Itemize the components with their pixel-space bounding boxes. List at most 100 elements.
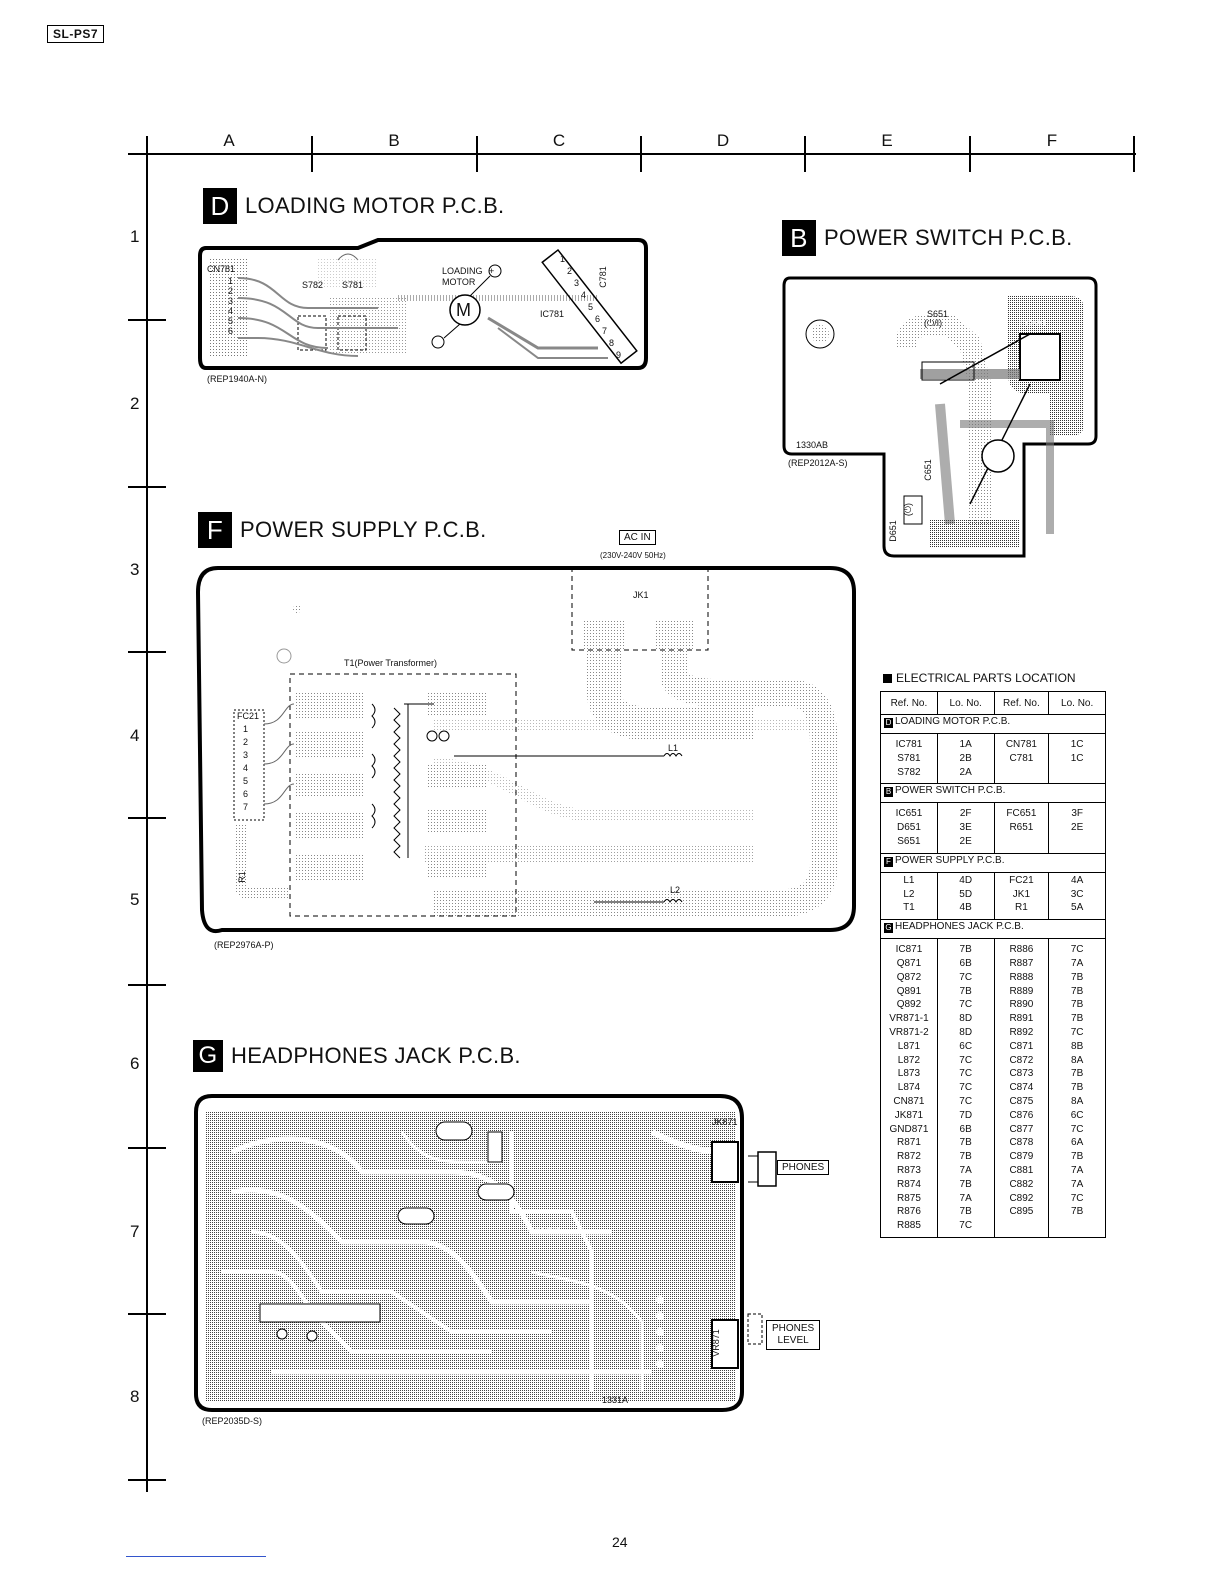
power-switch-pcb-title: B POWER SWITCH P.C.B. [782, 220, 1073, 256]
grid-row-5: 5 [130, 890, 140, 909]
power-switch-pcb-title-text: POWER SWITCH P.C.B. [824, 225, 1073, 250]
cn781-pin: 2 [228, 286, 234, 296]
ic781-pin: 2 [567, 266, 573, 276]
section-data-power-supply: L1 L2 T1 4D 5D 4B FC21 JK1 R1 4A 3C 5A [880, 872, 1106, 920]
power-switch-pcb-code: (REP2012A-S) [788, 458, 848, 468]
ic781-pin: 9 [616, 350, 622, 360]
parts-location-title-text: ELECTRICAL PARTS LOCATION [896, 671, 1076, 685]
ic781-pin: 5 [588, 302, 594, 312]
label-s651-symbol: (⏻/I) [924, 318, 943, 328]
label-plus: + [489, 266, 495, 276]
label-motor: MOTOR [442, 277, 476, 287]
headphones-jack-pcb-title-text: HEADPHONES JACK P.C.B. [231, 1043, 521, 1068]
ic781-pin: 4 [581, 290, 587, 300]
headphones-board-id: 1331A [602, 1395, 629, 1405]
header-ref-no: Ref. No. [880, 691, 938, 715]
loc-col: 1C 1C [1048, 733, 1106, 784]
grid-col-d: D [716, 131, 730, 150]
header-ref-no-2: Ref. No. [993, 691, 1050, 715]
label-cn781: CN781 [207, 264, 236, 274]
label-l2: L2 [670, 885, 681, 895]
loading-motor-pcb-code: (REP1940A-N) [207, 374, 268, 384]
motor-m-symbol: M [456, 300, 471, 320]
fc21-pin: 3 [243, 750, 249, 760]
ref-col: CN781 C781 [993, 733, 1050, 784]
parts-table-header: Ref. No. Lo. No. Ref. No. Lo. No. [880, 691, 1106, 715]
grid-row-8: 8 [130, 1387, 140, 1406]
cn781-pin: 6 [228, 326, 234, 336]
grid-row-1: 1 [130, 227, 140, 246]
phones-label: PHONES [777, 1160, 830, 1175]
fc21-pin: 5 [243, 776, 249, 786]
headphones-jack-connectors [747, 1151, 777, 1345]
section-name: POWER SWITCH P.C.B. [895, 785, 1006, 797]
cn781-pin: 1 [228, 276, 234, 286]
grid-col-c: C [552, 131, 566, 150]
loading-motor-pcb-title-text: LOADING MOTOR P.C.B. [245, 193, 505, 218]
power-supply-pcb-code: (REP2976A-P) [214, 940, 274, 950]
grid-row-4: 4 [130, 726, 140, 745]
grid-col-e: E [881, 131, 893, 150]
power-switch-board-id: 1330AB [796, 440, 829, 450]
loc-col: 4A 3C 5A [1048, 872, 1106, 920]
section-badge: B [884, 787, 893, 798]
loading-motor-pcb-title: D LOADING MOTOR P.C.B. [203, 188, 504, 224]
power-supply-pcb-title: F POWER SUPPLY P.C.B. [198, 512, 487, 548]
fc21-pin: 4 [243, 763, 249, 773]
label-c651: C651 [922, 459, 933, 481]
ref-col: IC781 S781 S782 [880, 733, 938, 784]
label-t1: T1(Power Transformer) [344, 658, 438, 668]
parts-location-title: ELECTRICAL PARTS LOCATION [883, 671, 1076, 685]
label-r1: R1 [236, 871, 247, 883]
cn781-pins: 1 2 3 4 5 6 [228, 276, 233, 336]
power-supply-pcb-board [195, 566, 856, 933]
loc-col: 3F 2E [1048, 802, 1106, 854]
fc21-pin: 2 [243, 737, 249, 747]
ref-col: IC651 D651 S651 [880, 802, 938, 854]
label-l1: L1 [668, 743, 679, 753]
loc-col: 4D 5D 4B [936, 872, 995, 920]
grid-row-2: 2 [130, 394, 140, 413]
label-jk871: JK871 [712, 1117, 738, 1127]
label-loading: LOADING [442, 266, 483, 276]
square-bullet-icon [883, 673, 892, 683]
headphones-jack-pcb-board [194, 1094, 744, 1412]
label-cn871: CN871 [534, 1226, 563, 1236]
phones-level-line1: PHONES [772, 1323, 815, 1334]
ic781-pin: 6 [595, 314, 601, 324]
header-lo-no-2: Lo. No. [1048, 691, 1106, 715]
ic781-pin: 1 [560, 254, 566, 264]
label-s651: S651 [927, 309, 949, 319]
section-badge-b: B [782, 220, 816, 256]
ic781-pin: 7 [602, 326, 608, 336]
label-ic781: IC781 [540, 309, 565, 319]
grid-row-6: 6 [130, 1054, 140, 1073]
header-lo-no: Lo. No. [936, 691, 995, 715]
power-supply-pcb-title-text: POWER SUPPLY P.C.B. [240, 517, 487, 542]
label-led-symbol: (⏻) [903, 502, 914, 517]
fc21-pin: 7 [243, 802, 249, 812]
section-badge: G [884, 923, 893, 934]
footer-link-line[interactable] [126, 1556, 266, 1557]
section-name: HEADPHONES JACK P.C.B. [895, 921, 1024, 933]
label-d651: D651 [887, 520, 898, 542]
ref-col: R886 R887 R888 R889 R890 R891 R892 C871 … [993, 938, 1050, 1238]
label-s781: S781 [342, 280, 364, 290]
ic781-pin: 8 [609, 338, 615, 348]
section-badge-d: D [203, 188, 237, 224]
section-data-loading-motor: IC781 S781 S782 1A 2B 2A CN781 C781 1C 1… [880, 733, 1106, 784]
section-data-power-switch: IC651 D651 S651 2F 3E 2E FC651 R651 3F 2… [880, 802, 1106, 854]
section-badge-f: F [198, 512, 232, 548]
loc-col: 1A 2B 2A [936, 733, 995, 784]
label-jk1: JK1 [633, 590, 649, 600]
section-data-headphones-jack: IC871 Q871 Q872 Q891 Q892 VR871-1 VR871-… [880, 938, 1106, 1238]
ref-col: FC651 R651 [993, 802, 1050, 854]
section-badge-g: G [193, 1040, 223, 1072]
ref-col: IC871 Q871 Q872 Q891 Q892 VR871-1 VR871-… [880, 938, 938, 1238]
cn781-pin: 3 [228, 296, 234, 306]
label-vr871: VR871 [710, 1329, 721, 1357]
loc-col: 7C 7A 7B 7B 7B 7B 7C 8B 8A 7B 7B 8A 6C 7… [1048, 938, 1106, 1238]
